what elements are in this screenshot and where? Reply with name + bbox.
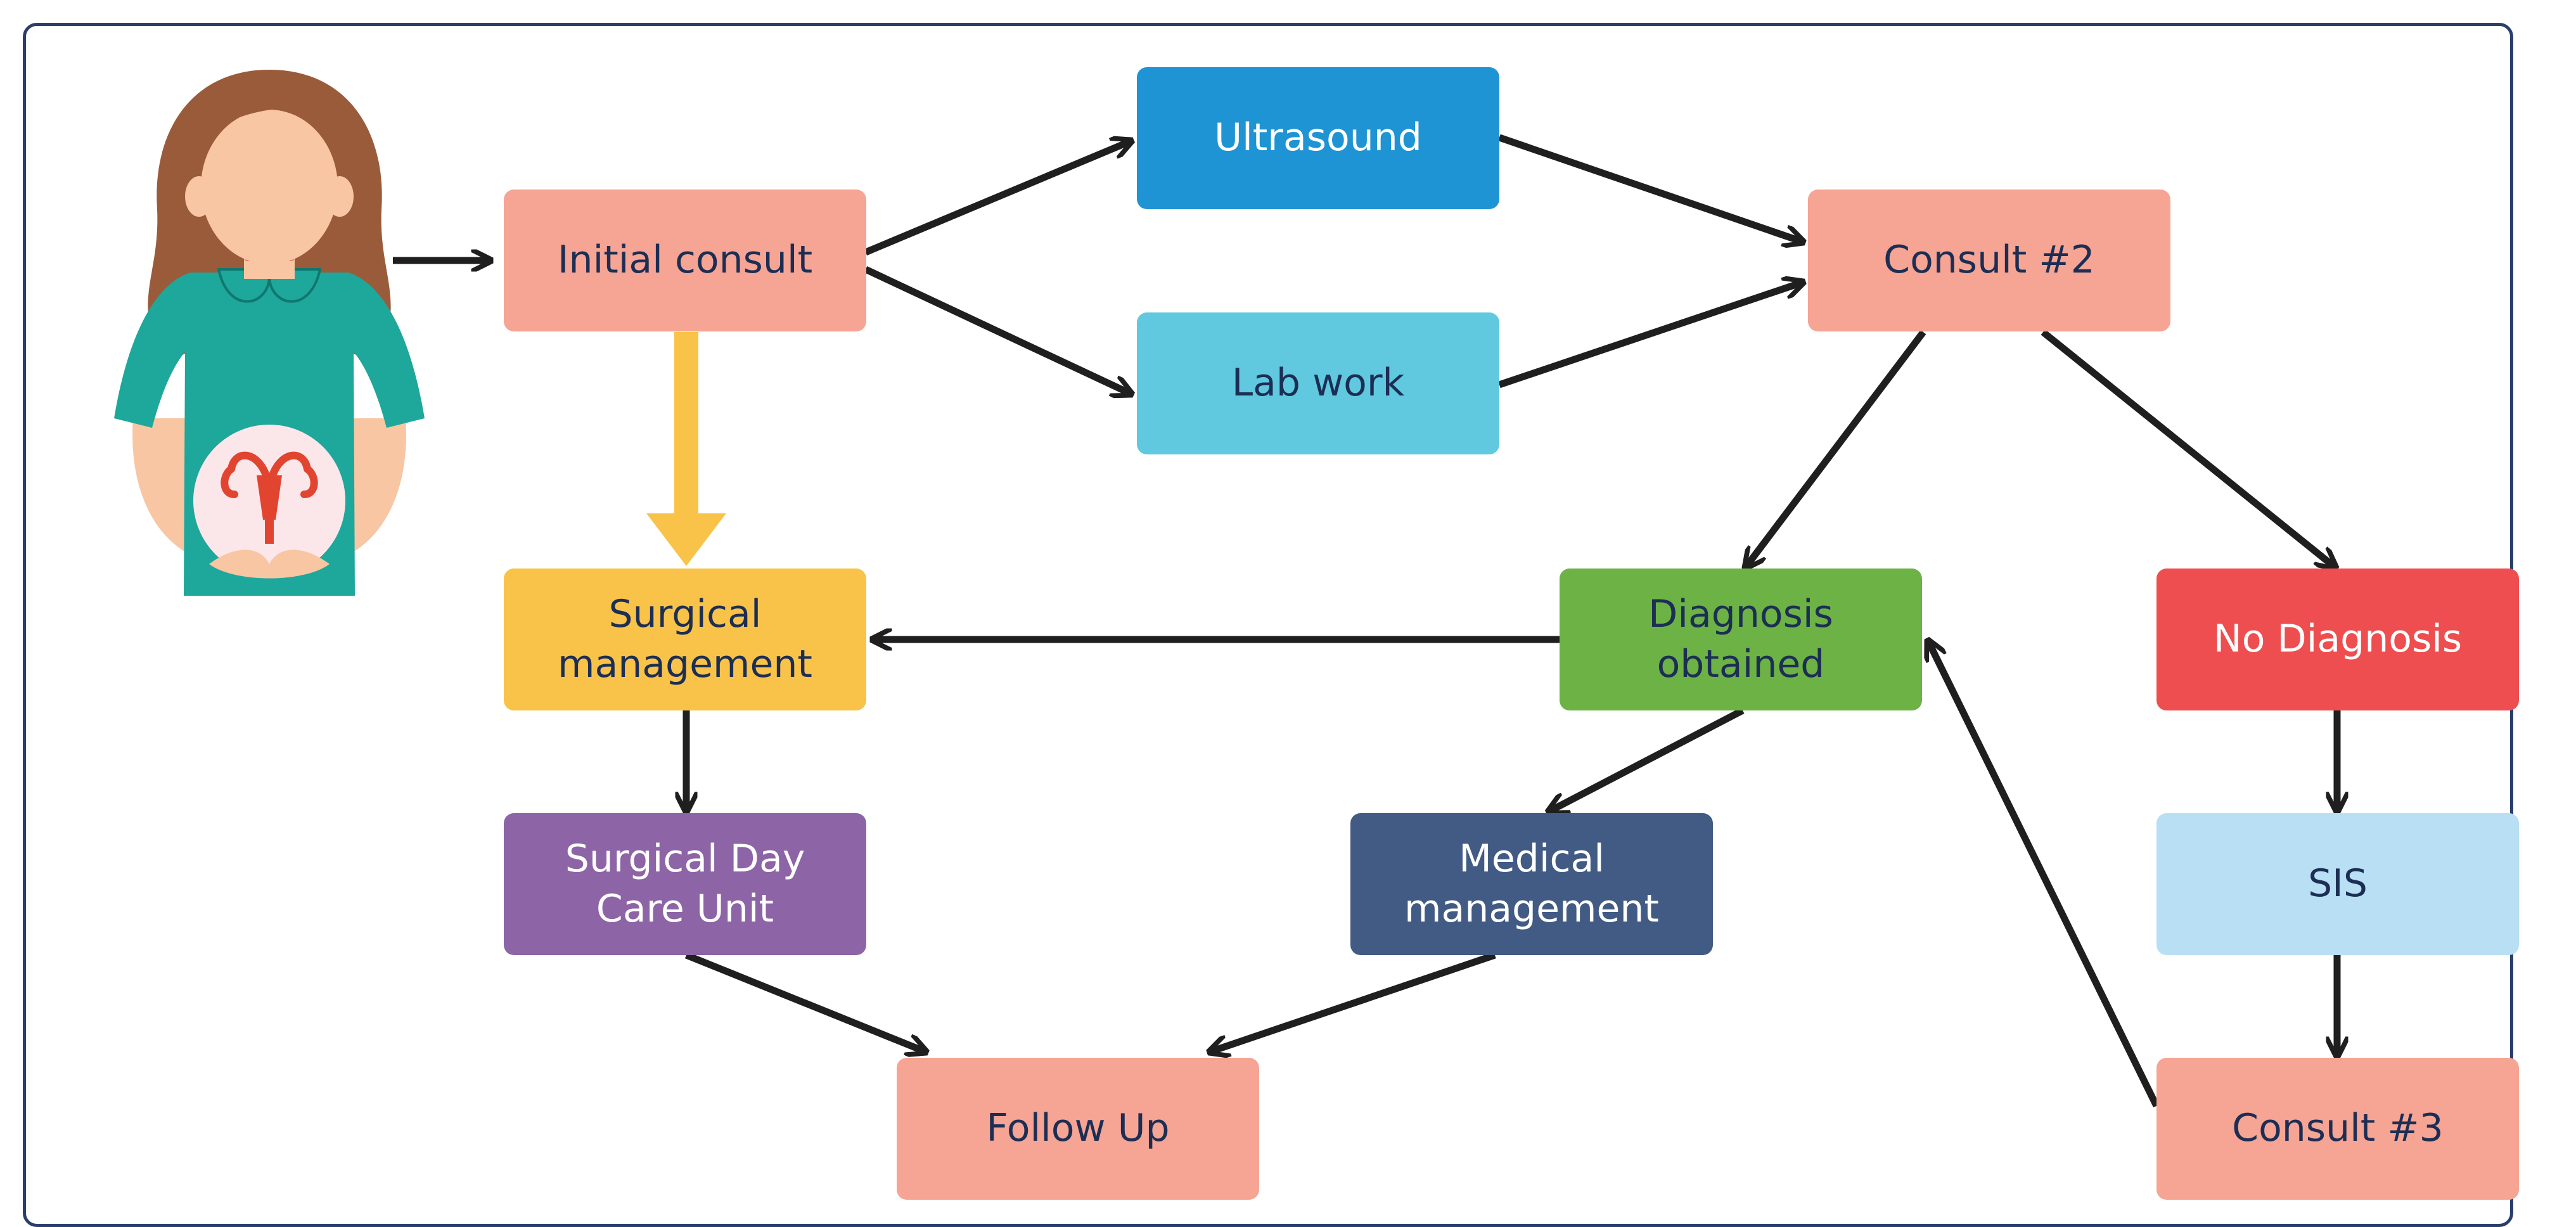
woman-holding-uterus-icon (114, 70, 425, 596)
arrow-ultrasound-to-consult-2 (1498, 134, 1804, 242)
consult-3-node: Consult #3 (2156, 1058, 2519, 1200)
arrow-consult-3-to-diagnosis (1928, 640, 2160, 1108)
arrow-consult-2-to-diagnosis (1745, 330, 1926, 568)
arrow-medical-management-to-follow-up (1209, 951, 1496, 1052)
arrow-initial-consult-to-lab-work (864, 266, 1132, 394)
medical-management-node: Medical management (1350, 813, 1713, 955)
no-diagnosis-node: No Diagnosis (2156, 569, 2519, 710)
flow-arrows (393, 134, 2576, 1108)
consult-2-node: Consult #2 (1808, 190, 2170, 331)
arrow-initial-consult-to-surgical-management (646, 332, 726, 566)
initial-consult-node: Initial consult (504, 190, 866, 331)
arrow-diagnosis-to-medical-management (1548, 707, 1745, 812)
arrow-initial-consult-to-ultrasound (864, 141, 1132, 256)
arrow-consult-2-to-no-diagnosis (2041, 329, 2336, 568)
arrow-lab-work-to-consult-2 (1498, 282, 1804, 389)
ultrasound-node: Ultrasound (1137, 67, 1499, 209)
diagnosis-obtained-node: Diagnosis obtained (1560, 569, 1922, 710)
surgical-day-care-node: Surgical Day Care Unit (504, 813, 866, 955)
arrow-day-care-to-follow-up (684, 951, 926, 1052)
surgical-management-node: Surgical management (504, 569, 866, 710)
lab-work-node: Lab work (1137, 312, 1499, 454)
sis-node: SIS (2156, 813, 2519, 955)
follow-up-node: Follow Up (897, 1058, 1259, 1200)
